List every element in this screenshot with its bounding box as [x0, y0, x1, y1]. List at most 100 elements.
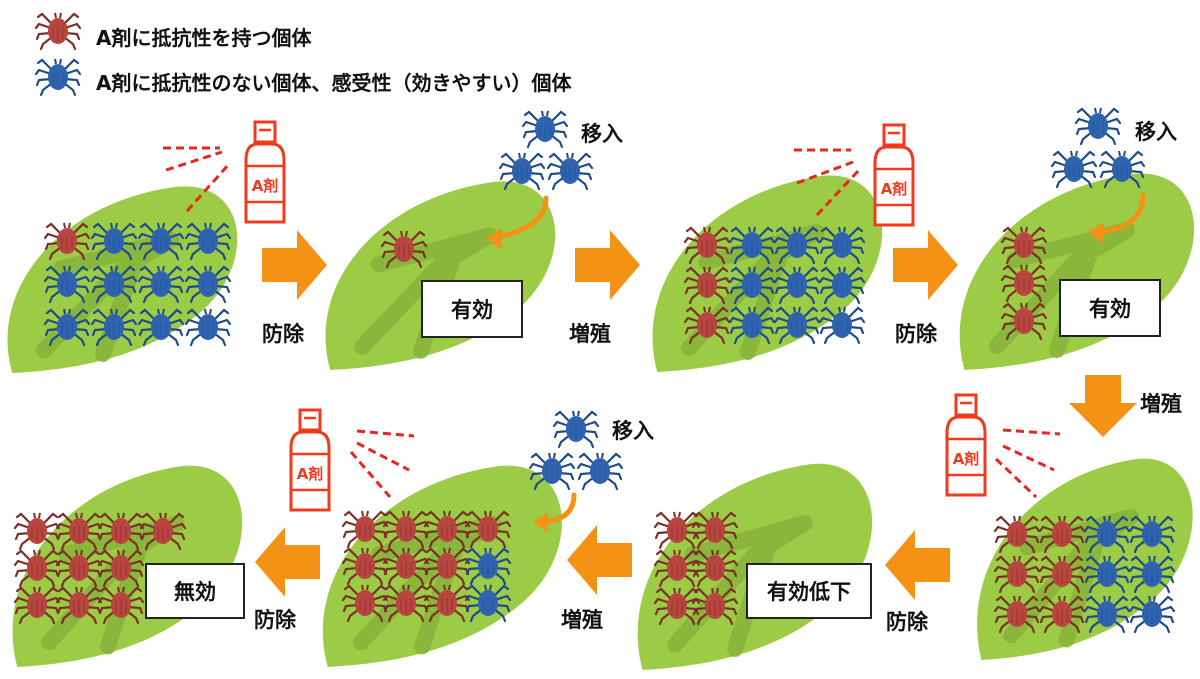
- mite-leg: [36, 58, 54, 72]
- mite-leg: [1074, 117, 1093, 125]
- mite-leg: [72, 284, 90, 294]
- mite-stripes: [1018, 316, 1030, 331]
- mite-palp: [793, 226, 796, 233]
- susceptible-mite-icon: [1128, 555, 1176, 594]
- mite-body: [787, 312, 807, 338]
- mite-leg: [343, 547, 361, 561]
- mite-leg: [126, 568, 144, 578]
- mite-leg: [1088, 578, 1103, 594]
- mite-leg: [41, 512, 59, 526]
- spray-lines-4: [349, 429, 415, 498]
- mite-leg: [1129, 614, 1147, 624]
- mite-stripes: [709, 563, 721, 578]
- mite-palp: [1018, 555, 1021, 562]
- mite-palp: [63, 308, 66, 315]
- mite-body: [198, 314, 218, 340]
- mite-leg: [342, 603, 360, 613]
- spray-lines-2: [794, 148, 862, 217]
- mite-leg: [42, 531, 60, 541]
- mite-leg: [1028, 264, 1046, 278]
- mite-leg: [71, 288, 86, 304]
- mite-leg: [119, 284, 137, 294]
- mite-palp: [159, 512, 162, 519]
- mite-leg: [97, 522, 116, 530]
- mite-palp: [708, 226, 711, 233]
- mite-leg: [119, 327, 137, 337]
- resistant-mite-icon: [1038, 595, 1086, 634]
- mite-leg: [728, 236, 747, 244]
- mite-leg: [775, 306, 793, 320]
- mite-palp: [748, 306, 751, 313]
- mite-leg: [778, 289, 793, 305]
- mite-leg: [213, 284, 231, 294]
- mite-leg: [63, 68, 82, 76]
- mite-leg: [102, 535, 117, 551]
- mite-body: [705, 593, 725, 619]
- mite-leg: [34, 68, 53, 76]
- mite-palp: [1148, 515, 1151, 522]
- mite-palp: [553, 452, 556, 459]
- mite-palp: [122, 586, 125, 593]
- resistant-mite-icon: [653, 587, 701, 626]
- mite-body: [512, 158, 532, 184]
- mite-leg: [14, 605, 32, 615]
- mite-leg: [1103, 117, 1122, 125]
- mite-leg: [493, 520, 512, 528]
- mite-leg: [408, 230, 426, 244]
- immigrate-arrow-3: [533, 492, 577, 533]
- mite-leg: [1157, 574, 1175, 584]
- mite-leg: [846, 226, 864, 240]
- mite-leg: [1067, 614, 1085, 624]
- mite-leg: [346, 607, 361, 623]
- mite-leg: [719, 549, 737, 563]
- resistant-mite-icon: [683, 306, 731, 345]
- mite-leg: [90, 275, 109, 283]
- mite-palp: [484, 584, 487, 591]
- mite-palp: [703, 306, 706, 313]
- mite-leg: [1157, 525, 1176, 533]
- mite-leg: [499, 171, 517, 181]
- mite-palp: [748, 266, 751, 273]
- mite-leg: [1103, 126, 1121, 136]
- mite-leg: [212, 308, 230, 322]
- mite-leg: [693, 549, 711, 563]
- mite-leg: [818, 316, 837, 324]
- mite-leg: [654, 530, 672, 540]
- mite-leg: [35, 77, 53, 87]
- mite-leg: [1021, 618, 1036, 634]
- mite-body: [1097, 601, 1117, 627]
- mite-leg: [465, 566, 483, 576]
- mite-palp: [33, 512, 36, 519]
- mite-stripes: [1101, 529, 1113, 544]
- mite-leg: [719, 587, 737, 601]
- mite-leg: [1066, 515, 1084, 529]
- mite-stripes: [746, 240, 758, 255]
- mite-leg: [712, 276, 731, 284]
- mite-leg: [711, 306, 729, 320]
- mite-leg: [60, 572, 75, 588]
- mite-leg: [1126, 150, 1144, 164]
- mite-leg: [14, 531, 32, 541]
- mite-leg: [818, 236, 837, 244]
- mite-palp: [164, 512, 167, 519]
- mite-leg: [995, 555, 1013, 569]
- mite-leg: [384, 510, 402, 524]
- mite-leg: [1022, 614, 1040, 624]
- mite-body: [111, 592, 131, 618]
- mite-stripes: [482, 561, 494, 576]
- mite-leg: [1130, 555, 1148, 569]
- mite-leg: [451, 607, 466, 623]
- mite-leg: [1051, 169, 1069, 179]
- legend-resistant-mite-icon: [34, 12, 82, 51]
- mite-leg: [98, 531, 116, 541]
- mite-leg: [184, 318, 203, 326]
- mite-palp: [117, 586, 120, 593]
- mite-leg: [1085, 515, 1103, 529]
- mite-leg: [466, 584, 484, 598]
- mite-leg: [547, 171, 565, 181]
- mite-body: [437, 553, 457, 579]
- mite-leg: [1111, 618, 1126, 634]
- susceptible-mite-icon: [137, 222, 185, 261]
- mite-leg: [658, 572, 673, 588]
- mite-leg: [773, 276, 792, 284]
